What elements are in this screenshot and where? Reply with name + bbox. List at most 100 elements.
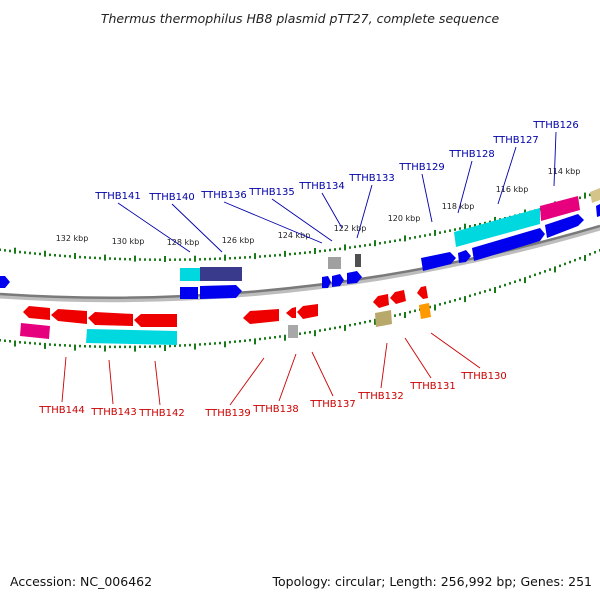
tick-mark — [414, 236, 416, 239]
gene-arrow[interactable] — [200, 285, 242, 299]
gene-block[interactable] — [200, 267, 242, 281]
gene-arrow[interactable] — [373, 294, 389, 308]
leader-line — [421, 173, 433, 223]
tick-mark — [284, 250, 286, 257]
gene-label[interactable]: TTHB135 — [248, 187, 295, 198]
tick-mark — [539, 271, 541, 275]
gene-label[interactable]: TTHB138 — [252, 404, 299, 415]
gene-block[interactable] — [375, 310, 392, 327]
tick-mark — [319, 329, 321, 332]
gene-label[interactable]: TTHB132 — [357, 391, 404, 402]
gene-label[interactable]: TTHB133 — [348, 173, 395, 184]
tick-mark — [414, 309, 416, 313]
tick-mark — [44, 342, 46, 349]
tick-mark — [524, 277, 526, 284]
gene-label[interactable]: TTHB134 — [298, 181, 345, 192]
gene-block[interactable] — [540, 196, 580, 221]
gene-block[interactable] — [180, 268, 200, 281]
gene-arrow[interactable] — [421, 252, 456, 271]
gene-arrow[interactable] — [286, 307, 296, 318]
tick-mark — [279, 253, 281, 257]
gene-arrow[interactable] — [0, 276, 10, 288]
tick-mark — [299, 252, 301, 255]
backbone — [0, 224, 600, 299]
gene-label[interactable]: TTHB130 — [460, 371, 507, 382]
tick-mark — [249, 338, 251, 342]
tick-mark — [69, 255, 71, 258]
tick-mark — [474, 224, 476, 227]
tick-mark — [204, 342, 206, 346]
leader-line — [271, 198, 333, 242]
gene-block[interactable] — [355, 254, 361, 267]
gene-label[interactable]: TTHB142 — [138, 408, 185, 419]
tick-mark — [49, 343, 51, 346]
tick-mark — [439, 231, 441, 234]
gene-label[interactable]: TTHB129 — [398, 162, 445, 173]
gene-arrow[interactable] — [180, 287, 198, 299]
gene-arrow[interactable] — [134, 314, 177, 327]
tick-mark — [434, 229, 436, 236]
gene-block[interactable] — [454, 208, 540, 247]
gene-arrow[interactable] — [596, 204, 600, 217]
gene-arrow[interactable] — [390, 290, 406, 304]
tick-mark — [214, 342, 216, 345]
gene-arrow[interactable] — [322, 276, 331, 288]
tick-mark — [224, 254, 226, 261]
gene-arrow[interactable] — [417, 286, 428, 299]
gene-arrow[interactable] — [332, 274, 344, 287]
gene-arrow[interactable] — [297, 304, 318, 319]
gene-label[interactable]: TTHB143 — [90, 407, 137, 418]
gene-block[interactable] — [419, 303, 431, 319]
tick-mark — [174, 258, 176, 261]
tick-mark — [314, 248, 316, 254]
backbone-shadow — [0, 225, 600, 303]
tick-mark — [84, 345, 86, 348]
gene-block[interactable] — [288, 325, 298, 338]
gene-arrow[interactable] — [88, 312, 133, 326]
gene-arrow[interactable] — [347, 271, 362, 284]
tick-mark — [219, 257, 221, 260]
tick-mark — [19, 250, 21, 254]
scale-label: 130 kbp — [112, 237, 145, 246]
tick-mark — [94, 256, 96, 260]
gene-label[interactable]: TTHB136 — [200, 190, 247, 201]
tick-mark — [54, 254, 56, 257]
gene-label[interactable]: TTHB141 — [94, 191, 141, 202]
tick-mark — [234, 256, 236, 260]
gene-label[interactable]: TTHB140 — [148, 192, 195, 203]
gene-block[interactable] — [590, 188, 600, 203]
gene-arrow[interactable] — [23, 306, 50, 320]
gene-label[interactable]: TTHB131 — [409, 381, 456, 392]
gene-label[interactable]: TTHB137 — [309, 399, 356, 410]
leader-line — [108, 359, 114, 405]
gene-arrow[interactable] — [458, 250, 471, 263]
tick-mark — [164, 345, 166, 351]
tick-mark — [264, 254, 266, 258]
gene-block[interactable] — [20, 323, 50, 339]
tick-mark — [104, 254, 106, 261]
gene-arrow[interactable] — [243, 309, 279, 324]
gene-label[interactable]: TTHB144 — [38, 405, 85, 416]
tick-mark — [124, 345, 126, 349]
tick-mark — [549, 268, 551, 271]
gene-label[interactable]: TTHB127 — [492, 135, 539, 146]
tick-mark — [584, 255, 586, 261]
summary-text: Topology: circular; Length: 256,992 bp; … — [272, 574, 593, 589]
tick-mark — [324, 249, 326, 252]
tick-mark — [449, 229, 451, 232]
gene-arrow[interactable] — [545, 214, 584, 238]
tick-mark — [444, 301, 446, 305]
tick-mark — [299, 332, 301, 335]
gene-arrow[interactable] — [472, 228, 545, 261]
tick-mark — [114, 345, 116, 349]
tick-mark — [64, 254, 66, 258]
tick-mark — [74, 344, 76, 351]
gene-block[interactable] — [328, 257, 341, 269]
leader-line — [404, 337, 432, 379]
gene-block[interactable] — [86, 329, 177, 345]
tick-mark — [189, 343, 191, 347]
gene-label[interactable]: TTHB126 — [532, 120, 579, 131]
gene-arrow[interactable] — [51, 309, 87, 324]
gene-label[interactable]: TTHB128 — [448, 149, 495, 160]
gene-label[interactable]: TTHB139 — [204, 408, 251, 419]
